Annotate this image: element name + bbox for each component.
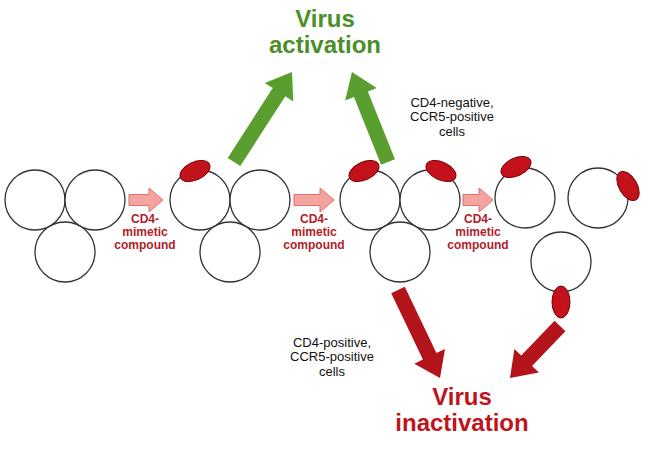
bound-compound bbox=[423, 156, 460, 186]
cell-type-label: CD4-positive, CCR5-positive cells bbox=[280, 336, 384, 379]
trimers bbox=[5, 168, 628, 292]
outcome-label: Virus activation bbox=[250, 6, 400, 59]
envelope-subunit bbox=[531, 232, 591, 292]
envelope-subunit bbox=[230, 170, 290, 230]
activation-arrow bbox=[345, 72, 395, 165]
bound-compound bbox=[612, 168, 644, 205]
envelope-subunit bbox=[340, 170, 400, 230]
step-label: CD4-mimetic compound bbox=[445, 213, 511, 253]
step-label: CD4-mimetic compound bbox=[281, 213, 347, 253]
cell-type-label: CD4-negative, CCR5-positive cells bbox=[400, 96, 504, 139]
inactivation-arrow bbox=[510, 321, 565, 378]
step-arrow bbox=[463, 188, 493, 212]
envelope-subunit bbox=[5, 170, 65, 230]
bound-compound bbox=[552, 286, 570, 318]
bound-compound bbox=[346, 156, 383, 186]
envelope-subunit bbox=[35, 222, 95, 282]
envelope-subunit bbox=[200, 222, 260, 282]
bound-compound bbox=[498, 152, 535, 182]
envelope-subunit bbox=[370, 222, 430, 282]
step-label: CD4-mimetic compound bbox=[112, 213, 178, 253]
outcome-label: Virus inactivation bbox=[382, 384, 542, 437]
step-arrow bbox=[129, 188, 163, 212]
bound-compound bbox=[177, 156, 214, 186]
envelope-subunit bbox=[495, 168, 555, 228]
envelope-subunit bbox=[65, 170, 125, 230]
activation-arrow bbox=[228, 72, 294, 166]
inactivation-arrow bbox=[391, 287, 445, 378]
step-arrow bbox=[294, 188, 334, 212]
